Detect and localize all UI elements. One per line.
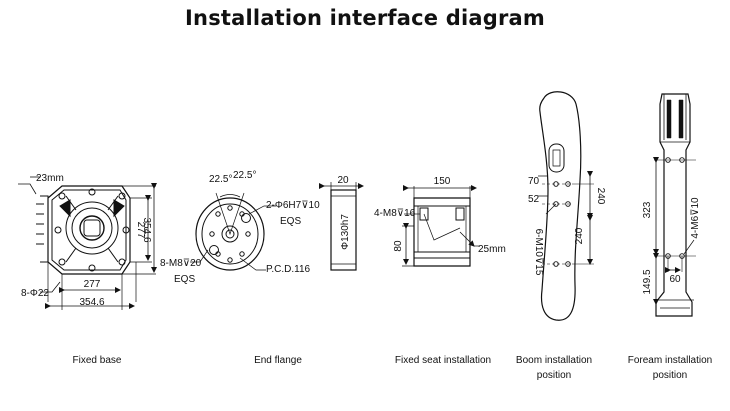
caption-forearm: Foream installation position bbox=[620, 353, 720, 383]
end-flange-eqs2-label: EQS bbox=[174, 274, 195, 285]
caption-fixed-base: Fixed base bbox=[72, 355, 122, 366]
forearm-thread-label: 4-M6⊽10 bbox=[690, 197, 701, 239]
end-flange-angle2-label: 22.5° bbox=[233, 170, 256, 181]
fixed-seat-width-label: 150 bbox=[434, 176, 451, 187]
page-title: Installation interface diagram bbox=[185, 6, 545, 30]
caption-forearm-line1: Foream installation bbox=[627, 355, 713, 366]
fixed-base-holes-label: 8-Φ22 bbox=[21, 288, 49, 299]
boom-70-label: 70 bbox=[528, 176, 540, 187]
caption-fixed-seat: Fixed seat installation bbox=[394, 355, 492, 366]
fixed-seat-offset-label: 25mm bbox=[478, 244, 506, 255]
forearm-323-label: 323 bbox=[642, 201, 653, 218]
end-flange-angle1-label: 22.5° bbox=[209, 174, 232, 185]
boom-240b-label: 240 bbox=[574, 227, 585, 244]
fixed-base-3546-bottom-label: 354.6 bbox=[79, 297, 104, 308]
caption-forearm-line2: position bbox=[652, 370, 688, 381]
end-flange-pcd-label: P.C.D.116 bbox=[266, 264, 311, 275]
fixed-seat-drawing bbox=[402, 185, 480, 267]
forearm-60-label: 60 bbox=[669, 274, 681, 285]
fixed-base-drawing bbox=[18, 176, 157, 310]
boom-drawing bbox=[538, 91, 594, 321]
end-flange-diameter-label: Φ130h7 bbox=[340, 214, 351, 250]
end-flange-drawing bbox=[190, 182, 364, 271]
boom-thread-label: 6-M10⊽15 bbox=[533, 229, 544, 276]
forearm-drawing bbox=[653, 93, 696, 317]
forearm-1495-label: 149.5 bbox=[642, 269, 653, 294]
end-flange-thread-label: 8-M8⊽20 bbox=[160, 258, 202, 269]
boom-52-label: 52 bbox=[528, 194, 540, 205]
fixed-base-277-right-label: 277 bbox=[135, 222, 146, 239]
caption-end-flange: End flange bbox=[254, 355, 302, 366]
fixed-seat-thread-label: 4-M8⊽16 bbox=[374, 208, 416, 219]
fixed-seat-height-label: 80 bbox=[393, 240, 404, 252]
fixed-base-277-bottom-label: 277 bbox=[84, 279, 101, 290]
caption-boom: Boom installation position bbox=[515, 355, 593, 381]
end-flange-eqs1-label: EQS bbox=[280, 216, 301, 227]
end-flange-width-label: 20 bbox=[337, 175, 349, 186]
boom-240a-label: 240 bbox=[595, 188, 606, 205]
end-flange-pin-label: 2-Φ6H7⊽10 bbox=[266, 200, 320, 211]
fixed-base-23mm-label: 23mm bbox=[36, 173, 64, 184]
fixed-base-3546-right-label: 354.6 bbox=[141, 217, 152, 242]
